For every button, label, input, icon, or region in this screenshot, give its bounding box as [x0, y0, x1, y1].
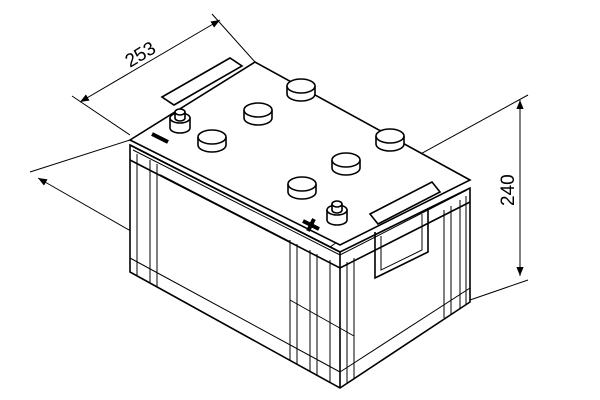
vent-caps — [197, 78, 405, 200]
dimension-width-label: 253 — [122, 38, 160, 72]
minus-icon — [151, 132, 169, 144]
negative-terminal — [151, 108, 191, 144]
battery-body — [129, 143, 471, 389]
top-handle-icon — [160, 57, 244, 106]
handle-icon — [374, 208, 429, 280]
positive-terminal — [302, 200, 348, 232]
plus-icon — [302, 218, 320, 232]
dimension-height-label: 240 — [498, 174, 519, 206]
battery-lid — [128, 57, 472, 256]
